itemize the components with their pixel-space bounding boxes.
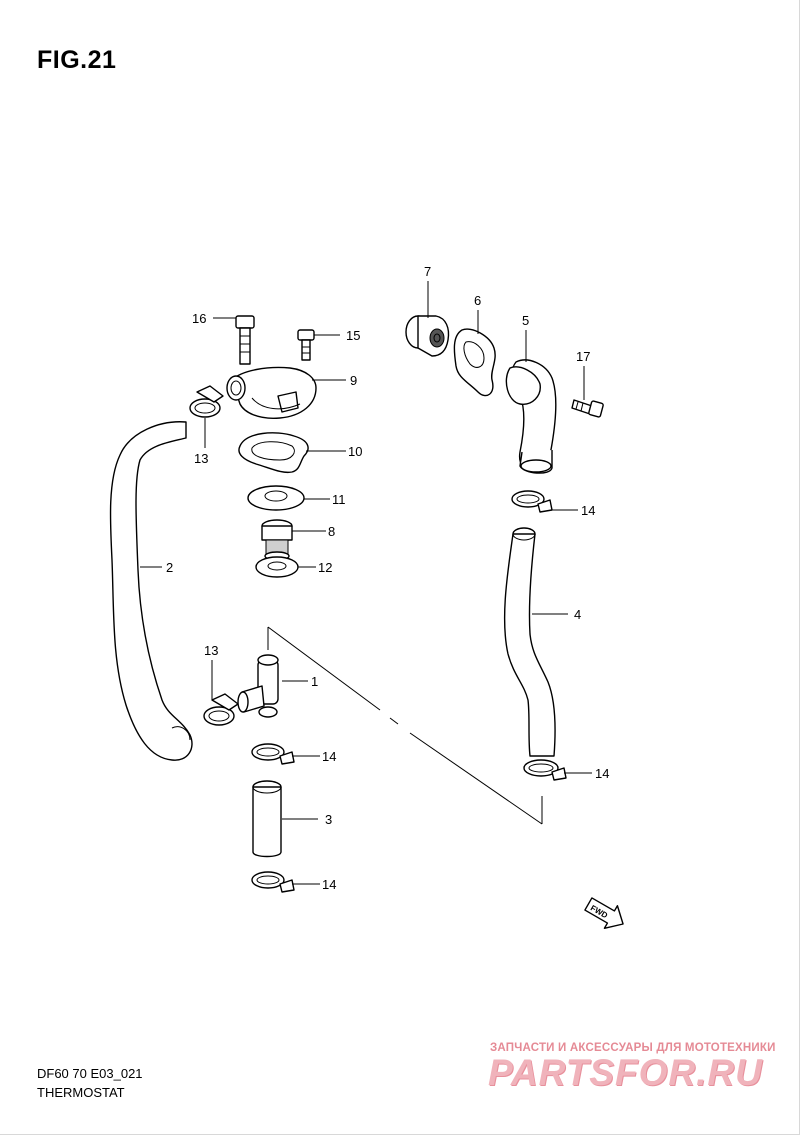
seal-11[interactable] [247, 485, 305, 511]
thermostat-cover-9[interactable] [226, 366, 317, 420]
clamp-14-bottom-left[interactable] [251, 871, 295, 893]
callout-3: 3 [325, 812, 332, 827]
clamp-13-upper[interactable] [189, 385, 224, 418]
callout-4: 4 [574, 607, 581, 622]
callout-8: 8 [328, 524, 335, 539]
clamp-14-lower-right[interactable] [523, 759, 567, 781]
callout-15: 15 [346, 328, 360, 343]
bolt-17[interactable] [571, 399, 604, 418]
gasket-6[interactable] [453, 328, 496, 397]
callout-13-lower: 13 [204, 643, 218, 658]
clamp-13-lower[interactable] [203, 693, 239, 726]
callout-9: 9 [350, 373, 357, 388]
callout-7: 7 [424, 264, 431, 279]
fwd-arrow-icon: FWD [584, 897, 624, 929]
callout-13-upper: 13 [194, 451, 208, 466]
hose-4[interactable] [503, 527, 556, 757]
callout-16: 16 [192, 311, 206, 326]
watermark-tagline: ЗАПЧАСТИ И АКСЕССУАРЫ ДЛЯ МОТОТЕХНИКИ [490, 1042, 776, 1054]
callout-6: 6 [474, 293, 481, 308]
gasket-12[interactable] [255, 556, 299, 578]
callout-14-b: 14 [322, 877, 336, 892]
callout-14-a: 14 [322, 749, 336, 764]
leader-lines [140, 281, 592, 885]
thermostat-8[interactable] [261, 519, 293, 561]
callout-2: 2 [166, 560, 173, 575]
hose-3[interactable] [252, 780, 282, 858]
callout-1: 1 [311, 674, 318, 689]
callout-14-c: 14 [581, 503, 595, 518]
diagram-name: THERMOSTAT [37, 1085, 125, 1100]
connection-line [267, 626, 543, 825]
joint-1[interactable] [237, 654, 279, 718]
diagram-code: DF60 70 E03_021 [37, 1066, 143, 1081]
callout-labels: 7 6 5 17 16 15 9 10 11 8 12 2 13 13 1 14… [166, 264, 609, 892]
callout-12: 12 [318, 560, 332, 575]
hose-2[interactable] [109, 421, 193, 761]
watermark-brand: PARTSFOR.RU [488, 1052, 763, 1093]
bolt-15[interactable] [297, 329, 315, 361]
callout-17: 17 [576, 349, 590, 364]
callout-11: 11 [332, 492, 346, 507]
elbow-5[interactable] [505, 359, 557, 474]
fitting-7[interactable] [405, 315, 450, 357]
callout-5: 5 [522, 313, 529, 328]
clamp-14-upper-right[interactable] [511, 490, 553, 513]
gasket-10[interactable] [238, 432, 309, 474]
callout-14-d: 14 [595, 766, 609, 781]
figure-title: FIG.21 [37, 46, 117, 74]
clamp-14-mid-left[interactable] [251, 743, 295, 765]
bolt-16[interactable] [235, 315, 255, 365]
callout-10: 10 [348, 444, 362, 459]
